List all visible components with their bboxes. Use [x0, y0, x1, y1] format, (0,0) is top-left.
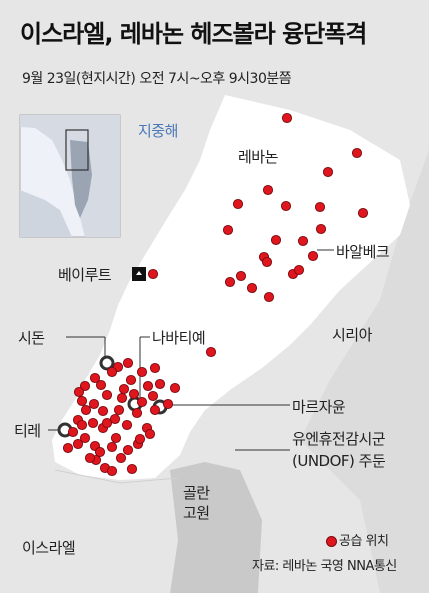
- strike-point: [246, 282, 258, 294]
- inset-locator-map: [19, 114, 121, 238]
- strike-point: [79, 380, 91, 392]
- strike-point: [134, 433, 146, 445]
- label-nabatieh: 나바티예: [152, 329, 206, 347]
- strike-point: [262, 184, 274, 196]
- strike-point: [126, 463, 138, 475]
- strike-point: [106, 465, 118, 477]
- legend-strike-icon: [326, 536, 337, 547]
- label-tyre: 티레: [14, 422, 41, 440]
- strike-point: [307, 250, 319, 262]
- strike-point: [297, 235, 309, 247]
- strike-point: [205, 346, 217, 358]
- strike-point: [95, 379, 107, 391]
- strike-point: [270, 234, 282, 246]
- leader-lines: [48, 249, 334, 451]
- strike-point: [79, 432, 91, 444]
- label-sea: 지중해: [138, 122, 178, 140]
- strike-point: [281, 112, 293, 124]
- strike-point: [115, 452, 127, 464]
- label-sidon: 시돈: [18, 329, 45, 347]
- strike-point: [261, 256, 273, 268]
- strike-point: [154, 378, 166, 390]
- strike-point: [97, 405, 109, 417]
- strike-point: [106, 441, 118, 453]
- strike-point: [232, 198, 244, 210]
- strike-point: [72, 438, 84, 450]
- strike-point: [113, 404, 125, 416]
- strike-point: [125, 374, 137, 386]
- strike-point: [118, 383, 130, 395]
- strike-point: [73, 386, 85, 398]
- strike-point: [121, 419, 133, 431]
- israel-border: [54, 469, 179, 484]
- strike-point: [101, 417, 113, 429]
- strike-point: [235, 270, 247, 282]
- strike-point: [169, 382, 181, 394]
- strike-point: [136, 366, 148, 378]
- strike-point: [147, 268, 159, 280]
- strike-point: [67, 426, 79, 438]
- label-marjayoun: 마르자윤: [292, 398, 346, 416]
- strike-point: [84, 452, 96, 464]
- strike-point: [142, 380, 154, 392]
- strike-point: [128, 388, 140, 400]
- strike-point: [144, 428, 156, 440]
- subtitle: 9월 23일(현지시간) 오전 7시~오후 9시30분쯤: [22, 71, 292, 87]
- strike-point: [116, 392, 128, 404]
- page-title: 이스라엘, 레바논 헤즈볼라 융단폭격: [20, 20, 367, 48]
- strike-point: [101, 389, 113, 401]
- label-beirut: 베이루트: [58, 266, 112, 284]
- strike-point: [224, 276, 236, 288]
- label-baalbek: 바알베크: [336, 243, 390, 261]
- strike-point: [136, 396, 148, 408]
- strike-point: [80, 404, 92, 416]
- strike-point: [89, 372, 101, 384]
- beirut-marker: [132, 267, 146, 281]
- strike-point: [122, 357, 134, 369]
- strike-point: [131, 407, 143, 419]
- strike-point: [88, 398, 100, 410]
- strike-point: [110, 432, 122, 444]
- strike-point: [293, 264, 305, 276]
- strike-point: [76, 395, 88, 407]
- strike-point: [314, 201, 326, 213]
- sidon-marker: [99, 355, 115, 371]
- label-undof-line2: (UNDOF) 주둔: [292, 452, 386, 470]
- label-lebanon: 레바논: [238, 148, 278, 166]
- strike-point: [76, 419, 88, 431]
- strike-point: [222, 224, 234, 236]
- strike-point: [149, 362, 161, 374]
- label-israel: 이스라엘: [22, 539, 76, 557]
- strike-point: [94, 446, 106, 458]
- strike-point: [122, 444, 134, 456]
- lebanon-territory: [52, 95, 410, 480]
- strike-point: [162, 398, 174, 410]
- strike-point: [315, 223, 327, 235]
- syria-region: [300, 150, 429, 593]
- golan-region: [170, 462, 262, 593]
- strike-point: [357, 207, 369, 219]
- strike-point: [106, 366, 118, 378]
- label-undof-line1: 유엔휴전감시군: [292, 430, 386, 448]
- label-syria: 시리아: [332, 326, 372, 344]
- strike-point: [62, 442, 74, 454]
- strike-point: [109, 413, 121, 425]
- label-golan-line1: 골란: [183, 484, 210, 502]
- strike-points: [62, 112, 369, 477]
- label-golan-line2: 고원: [183, 504, 210, 522]
- strike-point: [263, 291, 275, 303]
- strike-point: [87, 417, 99, 429]
- legend: 공습 위치: [326, 530, 389, 549]
- source-credit: 자료: 레바논 국영 NNA통신: [252, 559, 397, 574]
- strike-point: [149, 404, 161, 416]
- legend-strike-label: 공습 위치: [339, 534, 389, 549]
- strike-point: [280, 200, 292, 212]
- strike-point: [147, 390, 159, 402]
- strike-point: [351, 147, 363, 159]
- strike-point: [322, 166, 334, 178]
